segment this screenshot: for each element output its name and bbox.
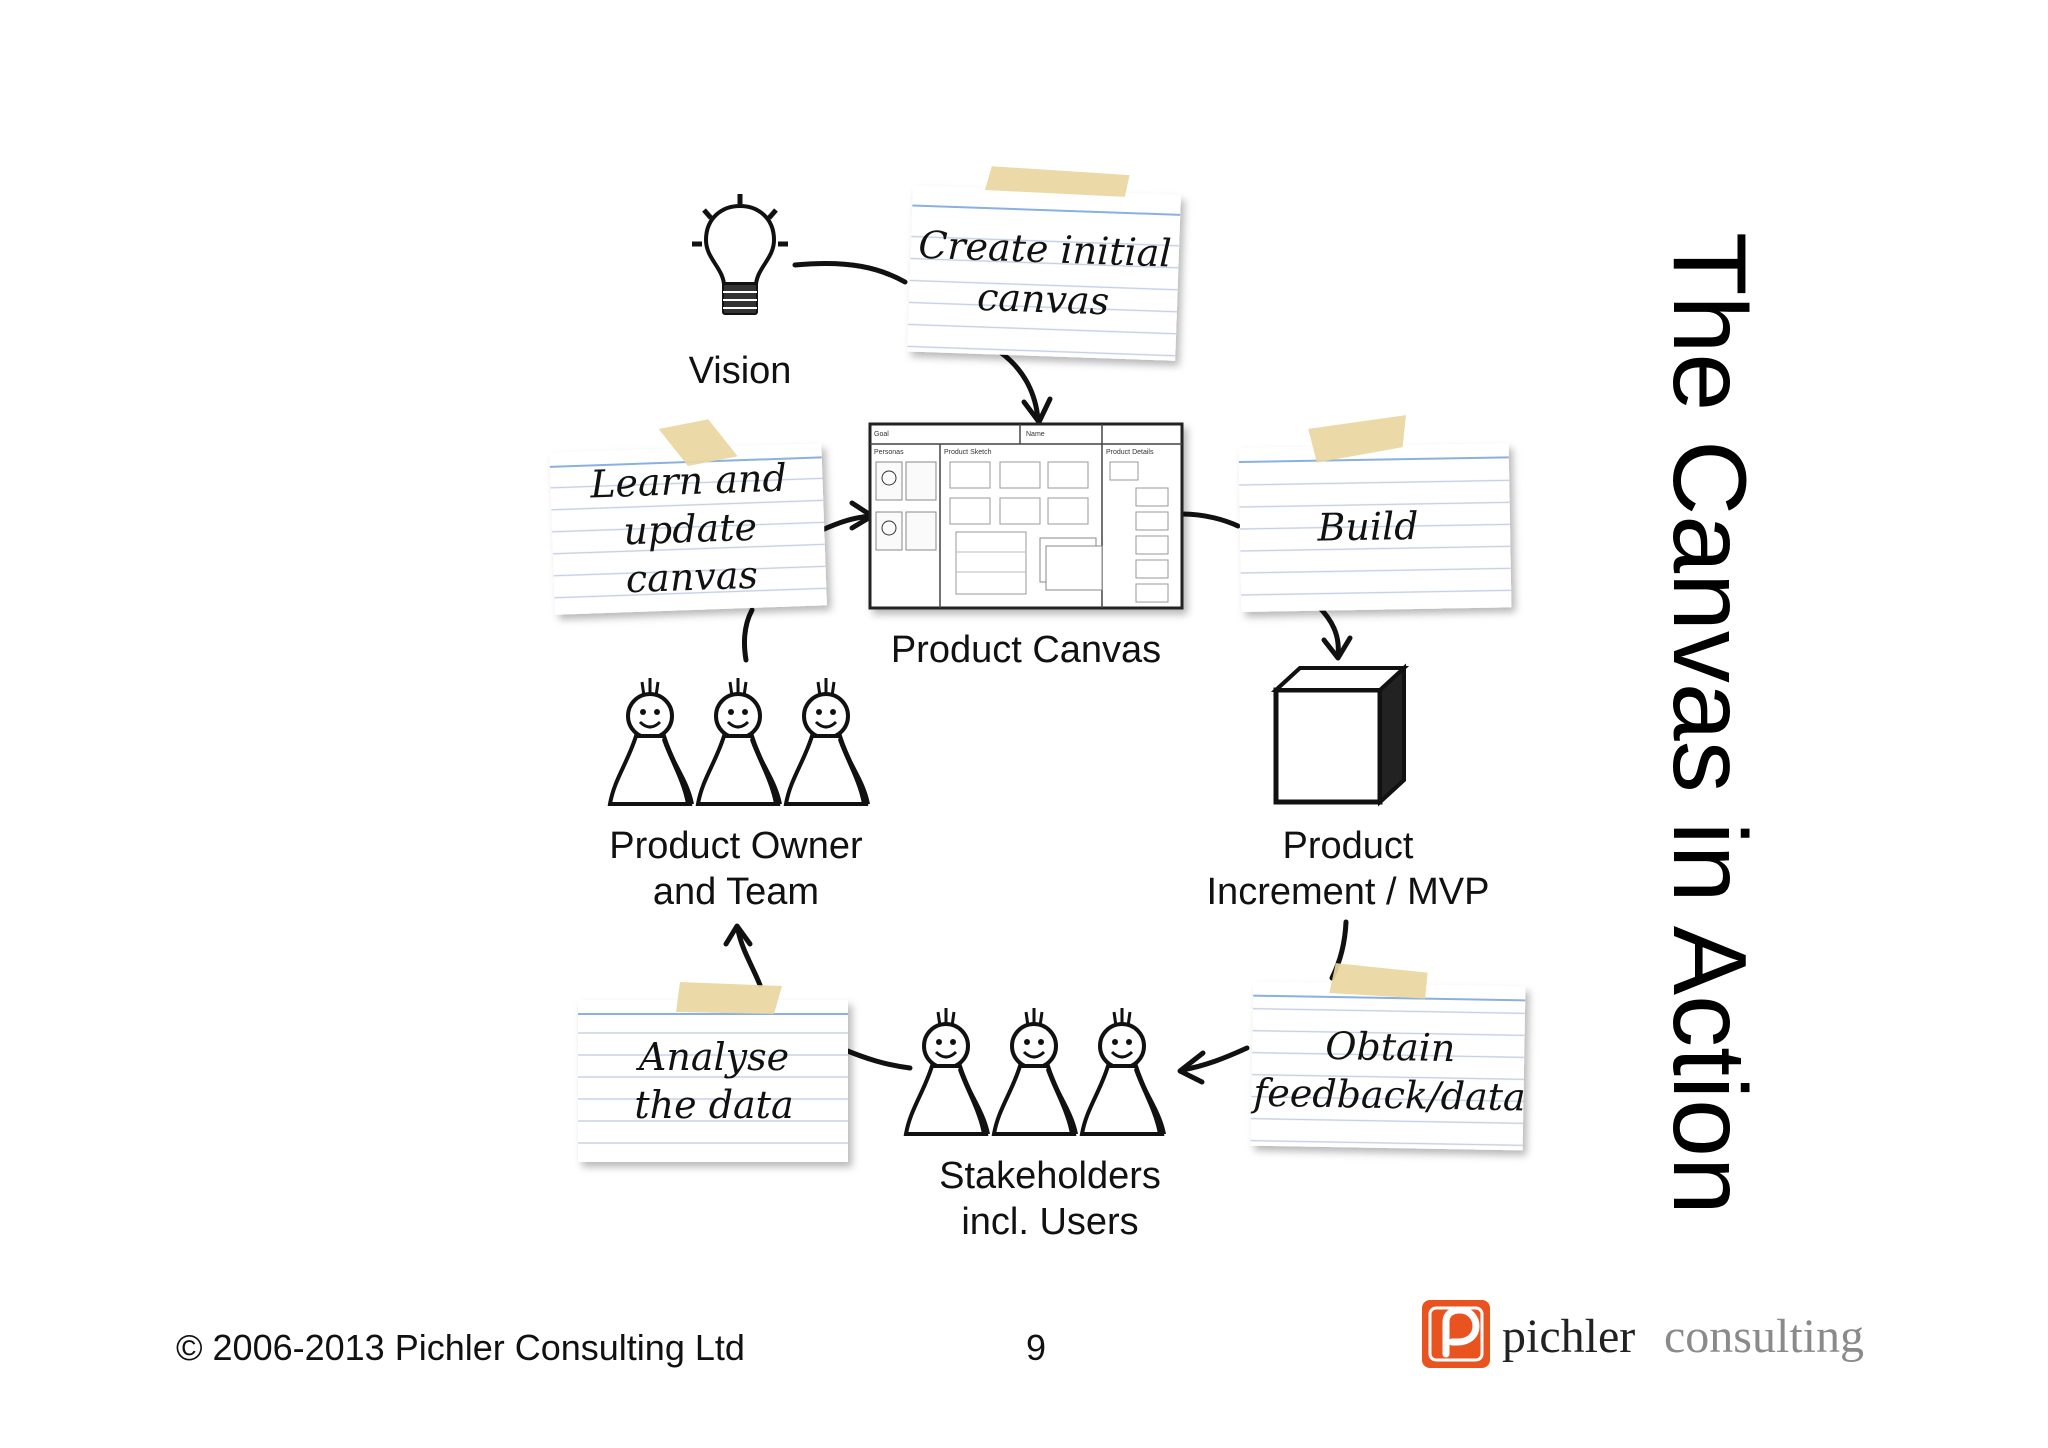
connector-create-to-canvas xyxy=(997,349,1041,423)
tape-icon xyxy=(984,166,1130,197)
card-learn-line-1: Learn and xyxy=(588,456,787,507)
product-owner-label-2: and Team xyxy=(653,871,819,913)
connector-vision-to-create xyxy=(792,261,908,285)
person-icon xyxy=(783,678,870,806)
card-build-line-1: Build xyxy=(1316,504,1419,550)
increment-label-1: Product xyxy=(1283,825,1414,867)
logo-word-consulting: consulting xyxy=(1664,1310,1864,1363)
product-canvas-label: Product Canvas xyxy=(891,629,1161,671)
tape-icon xyxy=(1329,963,1428,999)
connector-obtain-to-stakeholders xyxy=(1179,1045,1250,1073)
cube-icon xyxy=(1270,663,1410,807)
logo-word-pichler: pichler xyxy=(1502,1310,1635,1363)
card-create-line-2: canvas xyxy=(976,275,1110,324)
card-learn-line-2: update xyxy=(623,505,758,554)
card-build: Build xyxy=(1238,415,1512,613)
vision-label: Vision xyxy=(689,350,792,392)
pichler-logo: pichler consulting xyxy=(1422,1300,1864,1368)
thumb-goal: Goal xyxy=(874,431,889,438)
thumb-product-sketch: Product Sketch xyxy=(944,449,992,456)
team-figures xyxy=(607,678,870,806)
increment-label-2: Increment / MVP xyxy=(1207,871,1490,913)
thumb-personas: Personas xyxy=(874,449,904,456)
person-icon xyxy=(991,1008,1078,1136)
tape-icon xyxy=(676,982,782,1014)
card-obtain-line-1: Obtain xyxy=(1325,1024,1456,1070)
person-icon xyxy=(607,678,694,806)
card-analyse-the-data: Analyse the data xyxy=(578,982,848,1162)
card-analyse-line-2: the data xyxy=(634,1083,793,1127)
person-icon xyxy=(695,678,782,806)
slide-title: The Canvas in Action xyxy=(1651,232,1767,1215)
person-icon xyxy=(1079,1008,1166,1136)
arrowhead-into-team xyxy=(723,923,753,947)
copyright-text: © 2006-2013 Pichler Consulting Ltd xyxy=(176,1327,745,1368)
arrowhead-into-increment xyxy=(1321,635,1353,661)
stakeholders-label-1: Stakeholders xyxy=(939,1155,1161,1197)
stakeholders-label-2: incl. Users xyxy=(961,1201,1138,1243)
connector-analyse-to-team xyxy=(735,927,763,988)
card-create-line-1: Create initial xyxy=(918,223,1173,276)
thumb-name: Name xyxy=(1026,431,1045,438)
lightbulb-icon xyxy=(692,194,788,315)
tape-icon xyxy=(658,419,738,467)
arrowhead-into-stakeholders xyxy=(1177,1050,1206,1085)
thumb-product-details: Product Details xyxy=(1106,449,1154,456)
product-canvas-thumbnail: Goal Name Personas Product Sketch Produc… xyxy=(868,422,1184,610)
connector-stakeholders-to-analyse xyxy=(842,1047,913,1071)
person-icon xyxy=(903,1008,990,1136)
connector-learn-to-canvas xyxy=(819,513,873,533)
arrowhead-into-canvas-top xyxy=(1021,396,1053,425)
card-learn-line-3: canvas xyxy=(625,553,759,602)
stakeholder-figures xyxy=(903,1008,1166,1136)
tape-icon xyxy=(1308,415,1407,463)
product-owner-label-1: Product Owner xyxy=(609,825,863,867)
card-create-initial-canvas: Create initial canvas xyxy=(907,166,1181,361)
connector-canvas-to-build xyxy=(1179,511,1241,529)
card-analyse-line-1: Analyse xyxy=(636,1035,789,1079)
page-number: 9 xyxy=(1026,1327,1046,1368)
card-obtain-feedback-data: Obtain feedback/data xyxy=(1250,963,1526,1151)
card-learn-update-canvas: Learn and update canvas xyxy=(549,419,827,615)
card-obtain-line-2: feedback/data xyxy=(1250,1071,1526,1120)
connector-team-to-learn xyxy=(741,607,755,663)
